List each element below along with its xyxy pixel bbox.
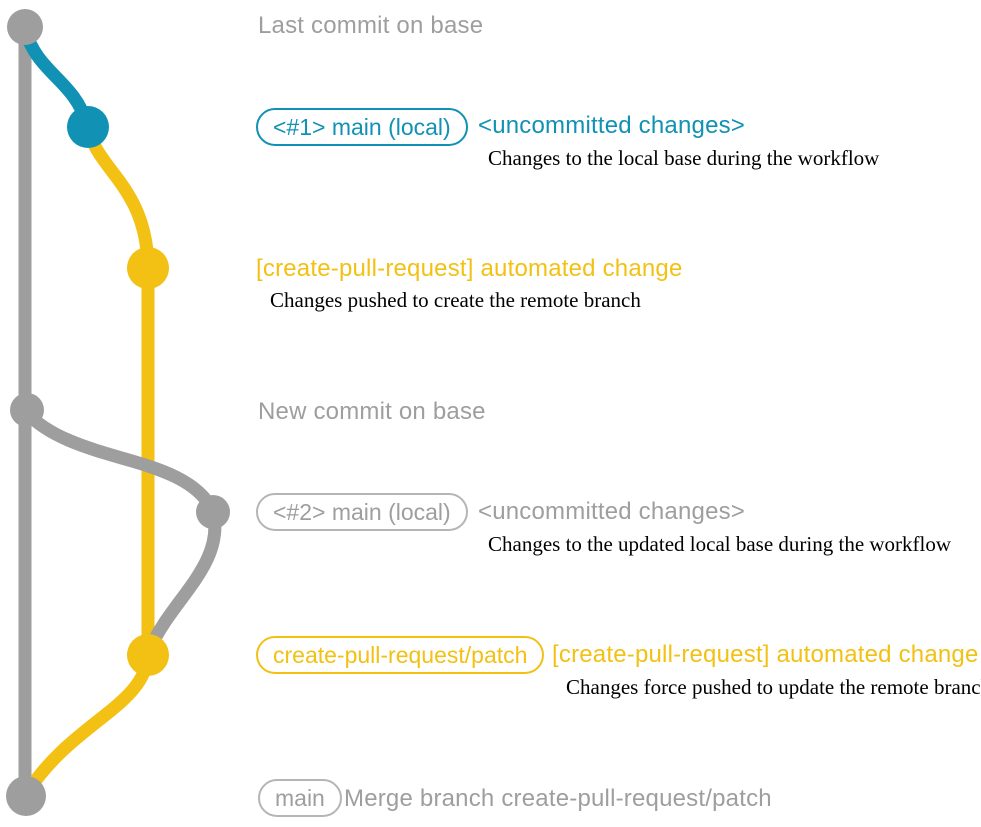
branch-badge-main-local-1: <#1> main (local) (256, 108, 468, 146)
commit-node-force-push (127, 634, 169, 676)
commit-node-last-base (7, 9, 43, 45)
automated-change-title-1: [create-pull-request] automated change (256, 255, 683, 282)
base-rebase-edge-2 (142, 504, 222, 658)
uncommitted-changes-caption-1: Changes to the local base during the wor… (488, 146, 880, 170)
branch-badge-main-local-2: <#2> main (local) (256, 493, 468, 531)
new-commit-label: New commit on base (258, 398, 486, 425)
commit-node-new-base (10, 393, 44, 427)
branch-badge-main-merged: main (258, 779, 342, 817)
automated-change-caption-1: Changes pushed to create the remote bran… (270, 288, 641, 312)
uncommitted-changes-title-2: <uncommitted changes> (478, 498, 746, 525)
pr-branch-edge-1 (80, 119, 155, 273)
uncommitted-changes-title-1: <uncommitted changes> (478, 112, 746, 139)
automated-change-title-2: [create-pull-request] automated change (552, 641, 979, 668)
branch-badge-patch: create-pull-request/patch (256, 636, 545, 674)
base-rebase-edge-1 (19, 405, 220, 518)
automated-change-caption-2: Changes force pushed to update the remot… (566, 675, 981, 699)
last-commit-label: Last commit on base (258, 12, 484, 39)
commit-node-merge (6, 776, 46, 816)
commit-node-uncommitted-2 (196, 495, 230, 529)
merge-commit-label: Merge branch create-pull-request/patch (344, 785, 772, 812)
commit-graph (6, 9, 230, 816)
commit-node-uncommitted-1 (67, 106, 109, 148)
commit-node-automated-change (127, 247, 169, 289)
pr-branch-edge-2 (20, 647, 155, 800)
uncommitted-changes-caption-2: Changes to the updated local base during… (488, 532, 952, 556)
